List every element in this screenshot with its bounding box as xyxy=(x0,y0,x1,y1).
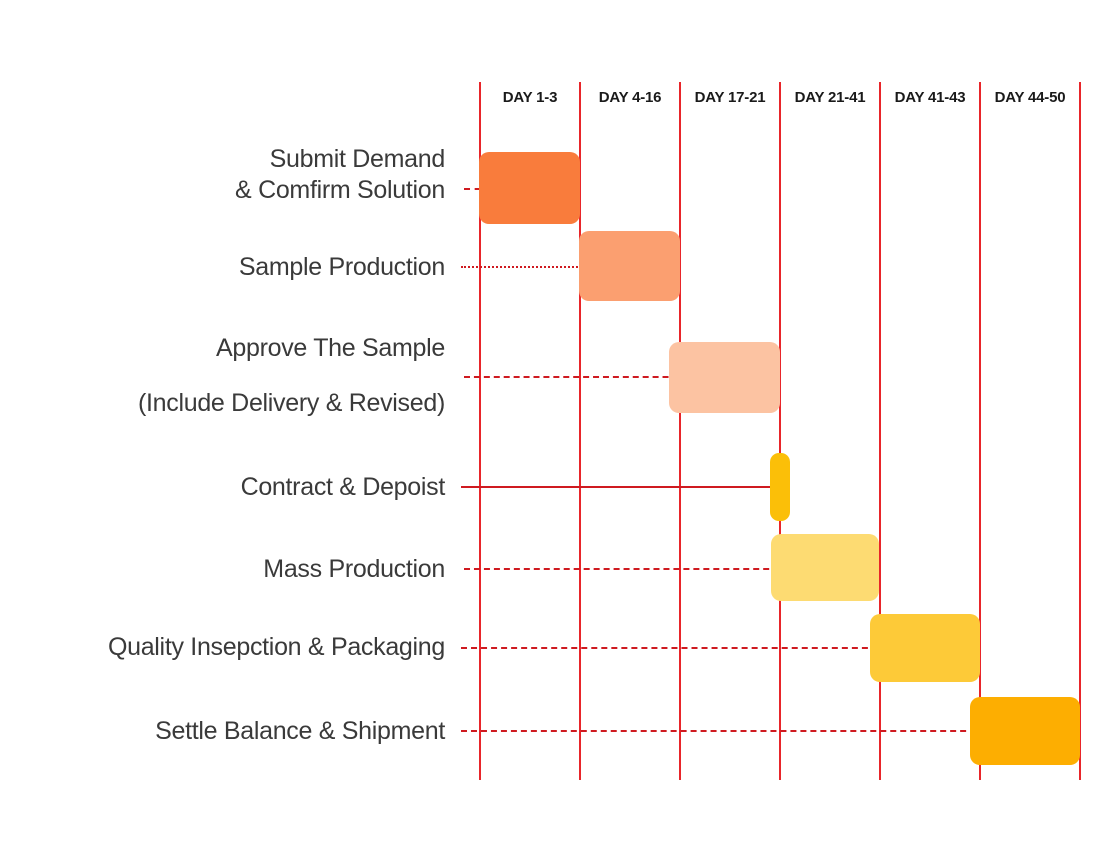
row-label-zone-6: Settle Balance & Shipment xyxy=(0,716,455,747)
grid-line-3 xyxy=(779,82,781,780)
row-label-line: Sample Production xyxy=(238,253,445,281)
grid-line-4 xyxy=(879,82,881,780)
row-label-line: Submit Demand xyxy=(269,145,446,173)
row-label-line: Settle Balance & Shipment xyxy=(155,717,445,745)
connector-line-quality-inspection xyxy=(461,647,918,649)
grid-line-1 xyxy=(579,82,581,780)
column-header-day-4-16: DAY 4-16 xyxy=(598,89,662,106)
connector-line-contract-deposit xyxy=(461,486,781,488)
task-bar-contract-deposit[interactable] xyxy=(770,453,790,521)
grid-line-0 xyxy=(479,82,481,780)
row-label-line: Contract & Depoist xyxy=(240,473,446,501)
row-label-line: & Comfirm Solution xyxy=(235,175,445,204)
row-label-line: Mass Production xyxy=(263,555,445,583)
row-label-zone-4: Mass Production xyxy=(0,554,455,585)
grid-line-2 xyxy=(679,82,681,780)
column-header-day-21-41: DAY 21-41 xyxy=(794,89,866,106)
row-label-line: (Include Delivery & Revised) xyxy=(138,388,445,417)
row-label-zone-0: Submit Demand & Comfirm Solution xyxy=(0,144,455,205)
column-header-day-1-3: DAY 1-3 xyxy=(502,89,558,106)
row-label-zone-3: Contract & Depoist xyxy=(0,472,455,503)
task-bar-sample-production[interactable] xyxy=(579,231,680,301)
grid-line-5 xyxy=(979,82,981,780)
row-label-line: Approve The Sample xyxy=(216,334,445,362)
connector-line-sample-production xyxy=(461,266,634,268)
connector-line-settle-balance xyxy=(461,730,1036,732)
row-label-contract-deposit: Contract & Depoist xyxy=(0,472,455,503)
column-header-day-17-21: DAY 17-21 xyxy=(694,89,766,106)
row-label-zone-2: Approve The Sample (Include Delivery & R… xyxy=(0,333,455,418)
row-label-mass-production: Mass Production xyxy=(0,554,455,585)
task-bar-mass-production[interactable] xyxy=(771,534,879,601)
row-label-settle-balance: Settle Balance & Shipment xyxy=(0,716,455,747)
task-bar-settle-balance[interactable] xyxy=(970,697,1080,765)
row-label-zone-5: Quality Insepction & Packaging xyxy=(0,632,455,663)
row-label-zone-1: Sample Production xyxy=(0,252,455,283)
row-label-submit-demand: Submit Demand & Comfirm Solution xyxy=(0,144,455,205)
connector-line-mass-production xyxy=(464,568,839,570)
row-label-sample-production: Sample Production xyxy=(0,252,455,283)
task-bar-quality-inspection[interactable] xyxy=(870,614,980,682)
row-label-line: Quality Insepction & Packaging xyxy=(107,633,445,661)
task-bar-approve-the-sample[interactable] xyxy=(669,342,780,413)
row-label-quality-inspection: Quality Insepction & Packaging xyxy=(0,632,455,663)
column-header-day-41-43: DAY 41-43 xyxy=(894,89,966,106)
task-bar-submit-demand[interactable] xyxy=(479,152,580,224)
column-header-day-44-50: DAY 44-50 xyxy=(994,89,1066,106)
grid-line-6 xyxy=(1079,82,1081,780)
row-label-approve-the-sample: Approve The Sample (Include Delivery & R… xyxy=(0,333,455,418)
connector-line-approve-sample xyxy=(464,376,738,378)
